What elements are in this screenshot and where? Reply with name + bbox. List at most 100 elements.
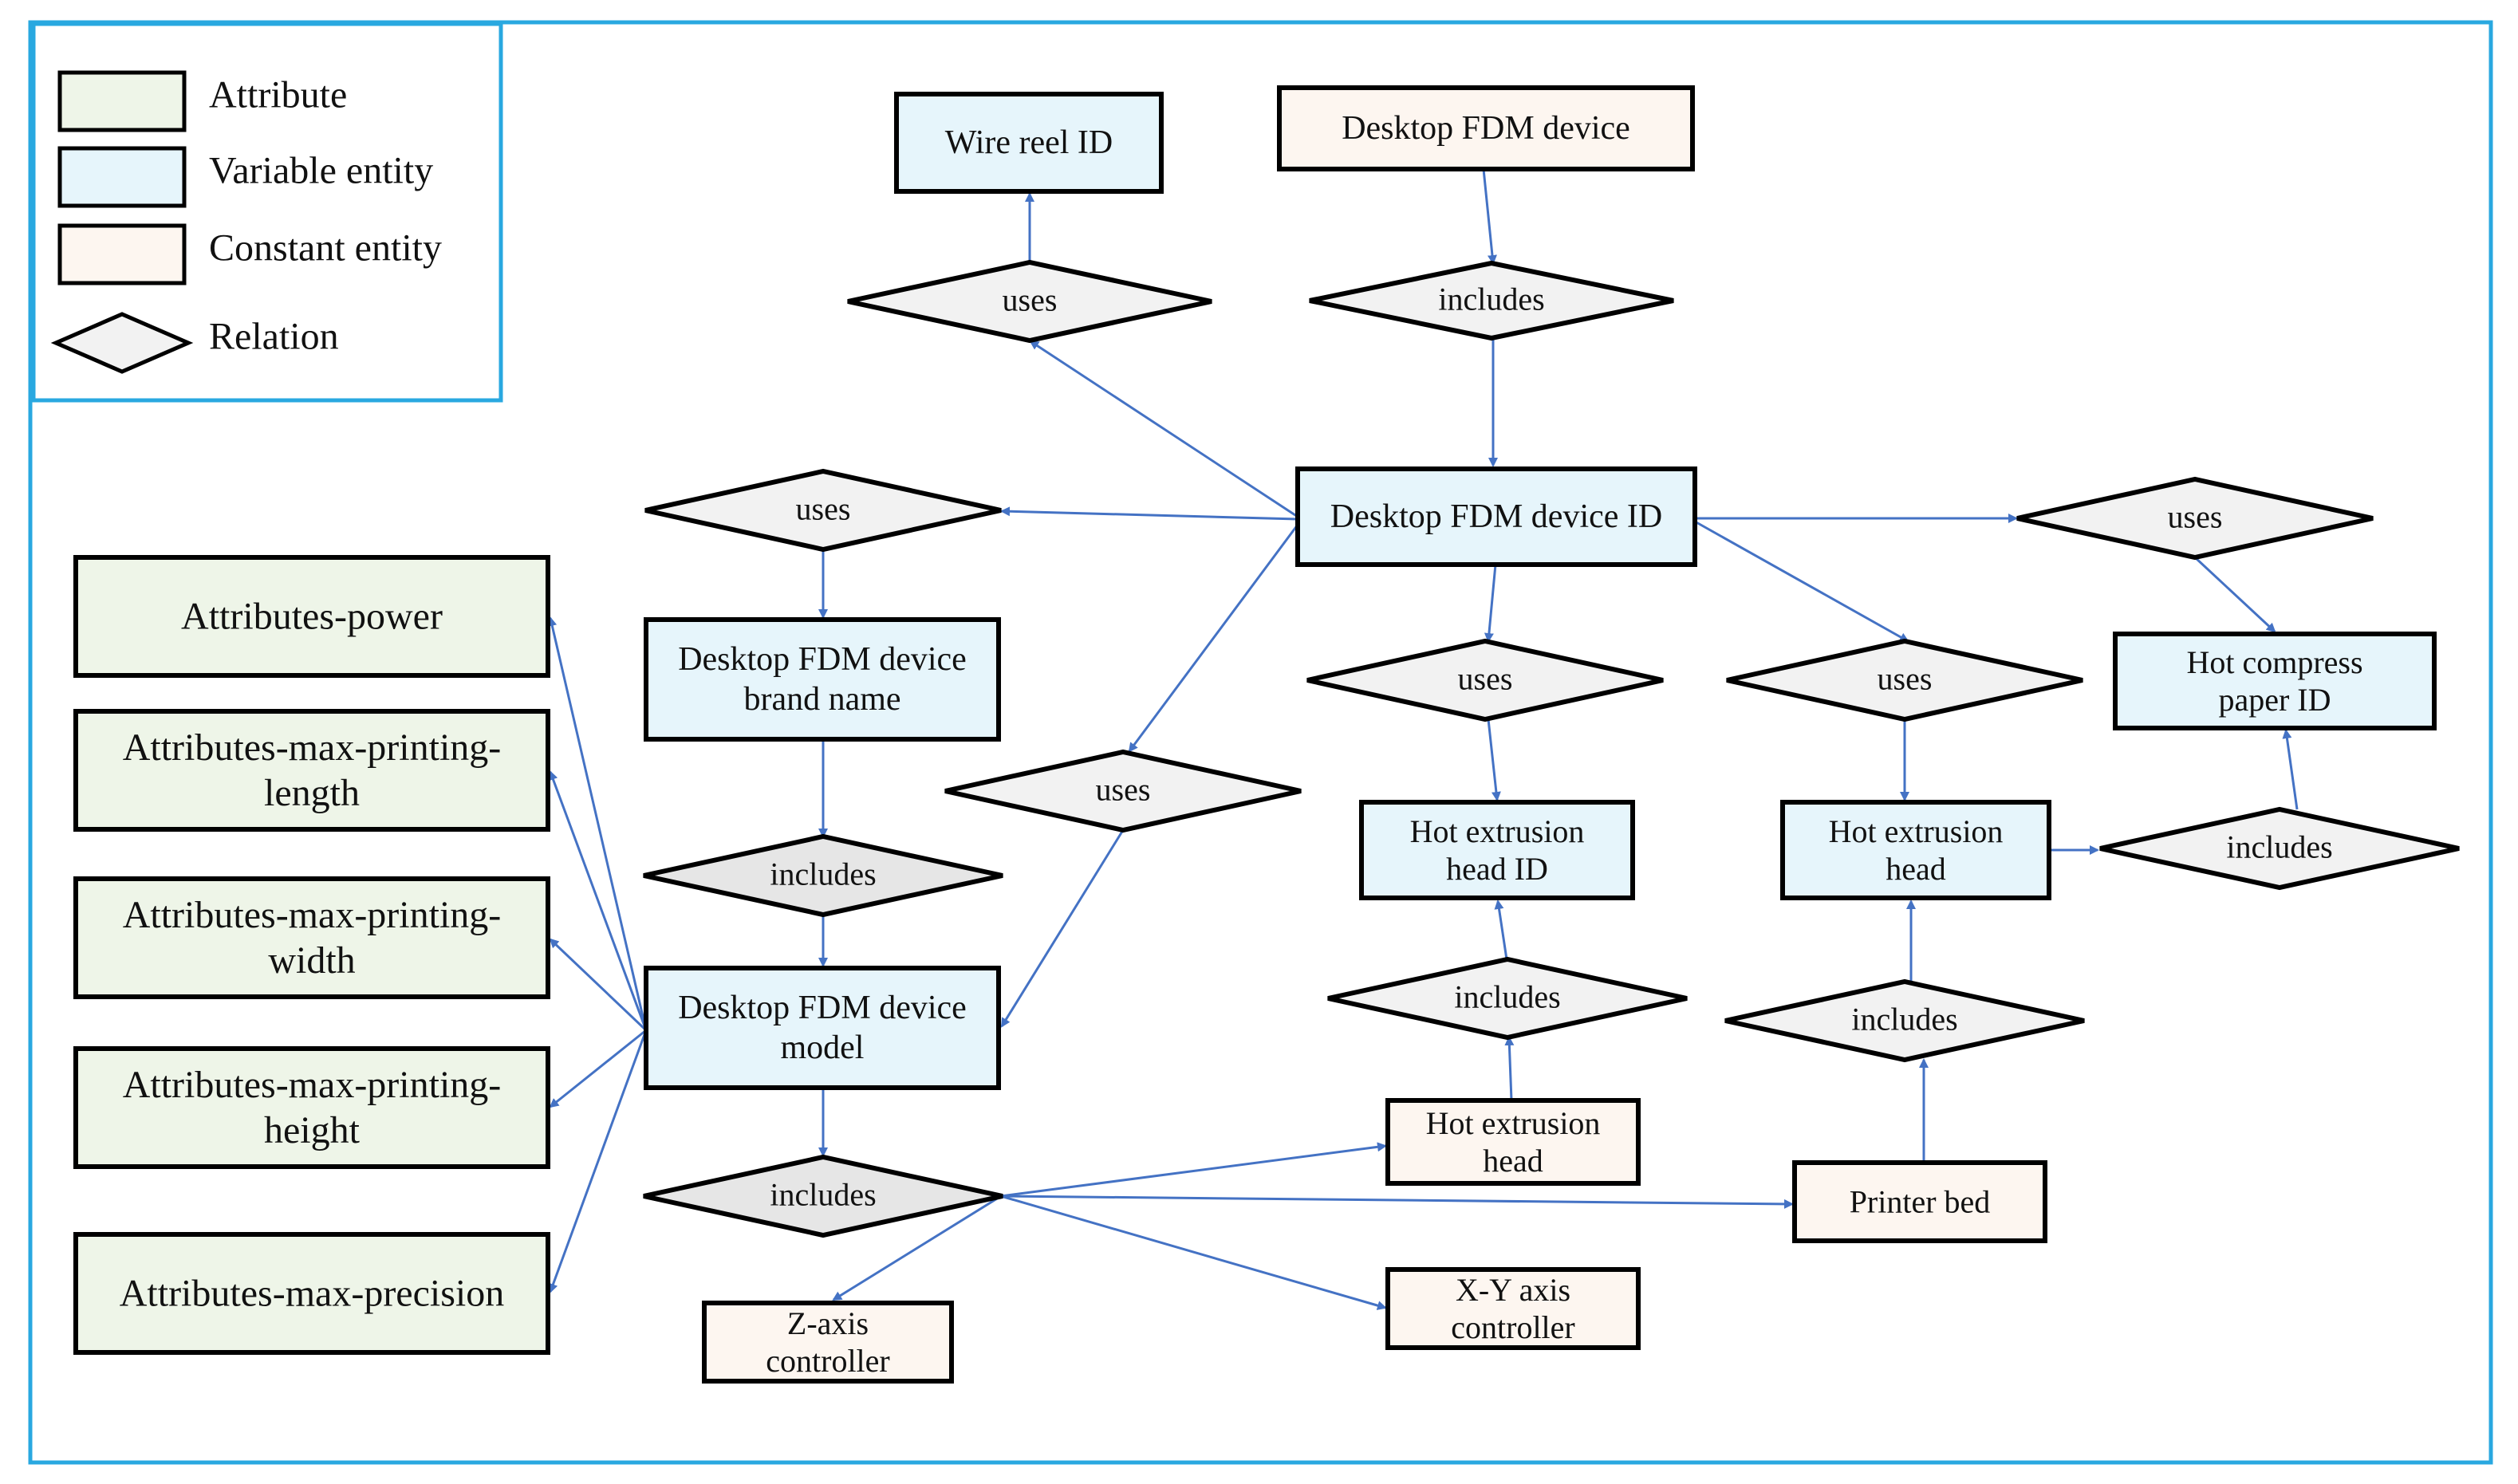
hot-compress-paper-id-box [2113,632,2437,730]
hot-compress-paper-id-label: paper ID [2218,682,2331,718]
includes-model-diamond [643,1154,1003,1238]
connector-arrow [547,616,648,1031]
legend-attribute: Attribute [57,70,347,132]
brand-name-label: brand name [743,681,900,718]
connector-arrow [549,938,648,1032]
connector-arrow [1000,506,1298,521]
max-height-label: Attributes-max-printing- [123,1064,502,1106]
printer-bed-box [1792,1160,2047,1243]
legend-relation-label: Relation [209,316,339,358]
brand-name-box [644,617,1001,742]
relation-includes-brand: includes [643,833,1003,918]
node-printer-bed: Printer bed [1792,1160,2047,1243]
connector-arrow [549,1029,647,1108]
relation-includes-head-id: includes [1327,956,1688,1041]
desktop-fdm-device-box [1277,85,1695,171]
connector-arrow [1000,1142,1387,1198]
max-width-box [73,876,550,999]
node-desktop-fdm-device-id: Desktop FDM device ID [1295,466,1697,567]
hot-extrusion-head-var-label: Hot extrusion [1829,813,2004,849]
uses-brand-diamond [644,468,1002,553]
hot-extrusion-head-id-label: head ID [1446,851,1548,887]
uses-model-diamond [944,749,1302,833]
relation-includes-top: includes [1309,260,1674,341]
power-box [73,555,550,678]
desktop-fdm-device-id-label: Desktop FDM device ID [1330,498,1662,535]
relation-uses-right: uses [2016,476,2374,561]
connector-arrow [1504,1036,1515,1101]
hot-extrusion-head-const-label: head [1483,1143,1543,1179]
xy-axis-controller-label: controller [1451,1309,1575,1345]
max-length-box [73,709,550,832]
power-label: Attributes-power [181,596,443,638]
hot-extrusion-head-var-box [1780,800,2051,900]
legend-variable-entity-swatch [57,146,187,208]
legend-constant-entity-label: Constant entity [209,227,442,270]
hot-extrusion-head-var-label: head [1886,851,1946,887]
max-width-label: Attributes-max-printing- [123,894,502,936]
includes-top-label: includes [1438,281,1544,317]
hot-extrusion-head-const-label: Hot extrusion [1426,1105,1601,1141]
relation-diamond-icon [50,312,194,374]
max-precision-label: Attributes-max-precision [120,1273,505,1315]
includes-bed-label: includes [1851,1002,1957,1037]
node-max-length: Attributes-max-printing-length [73,709,550,832]
z-axis-controller-box [702,1301,954,1384]
device-model-label: Desktop FDM device [678,990,967,1026]
connector-arrow [2282,729,2299,810]
uses-head-label: uses [1878,661,1933,697]
node-max-height: Attributes-max-printing-height [73,1046,550,1169]
uses-wire-label: uses [1003,282,1058,318]
connector-arrow [1000,1195,1794,1209]
legend-attribute-swatch [57,70,187,132]
node-max-precision: Attributes-max-precision [73,1232,550,1355]
includes-paper-label: includes [2226,829,2332,865]
uses-model-label: uses [1096,772,1151,808]
hot-extrusion-head-id-label: Hot extrusion [1410,813,1585,849]
legend-relation: Relation [50,312,339,374]
includes-brand-diamond [643,833,1003,918]
uses-right-diamond [2016,476,2374,561]
connector-arrow [832,1195,1002,1301]
uses-wire-diamond [847,259,1212,344]
hot-compress-paper-id-label: Hot compress [2186,644,2362,680]
node-power: Attributes-power [73,555,550,678]
connector-arrow [2193,556,2276,633]
legend-constant-entity-swatch [57,223,187,285]
connector-arrow [548,770,648,1031]
relation-uses-head-id: uses [1306,638,1664,722]
includes-model-label: includes [770,1177,876,1213]
node-desktop-fdm-device: Desktop FDM device [1277,85,1695,171]
diagram-border [28,20,2493,1465]
max-height-box [73,1046,550,1169]
includes-head-id-label: includes [1454,979,1560,1015]
includes-paper-diamond [2099,806,2460,891]
max-width-label: width [268,939,355,982]
connector-arrow [1000,829,1125,1028]
connector-arrow [1000,1195,1387,1310]
desktop-fdm-device-id-box [1295,466,1697,567]
relation-includes-bed: includes [1724,978,2085,1063]
hot-extrusion-head-const-box [1385,1098,1641,1186]
connector-arrow [548,1029,648,1293]
connector-arrow [1487,718,1501,801]
max-precision-box [73,1232,550,1355]
uses-head-id-diamond [1306,638,1664,722]
uses-head-diamond [1726,638,2083,722]
device-model-label: model [781,1029,865,1066]
uses-right-label: uses [2168,499,2223,535]
includes-bed-diamond [1724,978,2085,1063]
z-axis-controller-label: controller [766,1343,890,1379]
relation-uses-wire: uses [847,259,1212,344]
xy-axis-controller-box [1385,1267,1641,1350]
connector-arrow [1694,520,1909,643]
